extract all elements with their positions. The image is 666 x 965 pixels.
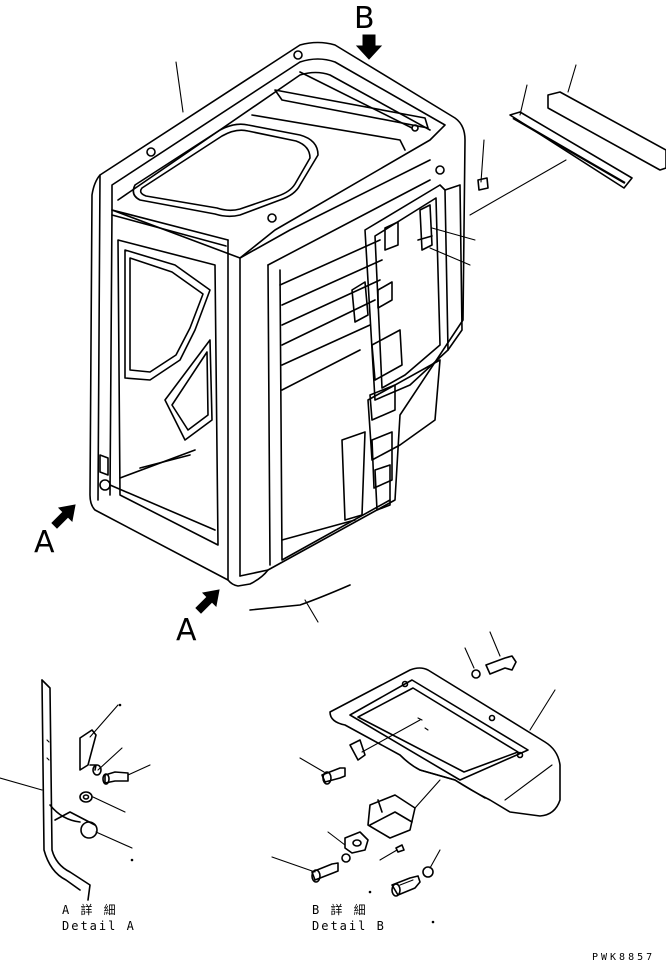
view-arrow-a-left: [51, 504, 76, 529]
leader-lines-right: [429, 139, 567, 266]
bottom-trim-strip: [249, 584, 351, 623]
detail-b-title-jp: B 詳 細: [312, 902, 368, 917]
view-label-a-bottom: A: [176, 613, 197, 648]
drawing-code: PWK8857: [592, 952, 655, 963]
rear-seal-strip: [509, 64, 666, 189]
detail-a-title-en: Detail A: [62, 919, 136, 933]
cab-body: [89, 41, 466, 587]
view-label-b: B: [354, 1, 375, 36]
view-arrow-b: [355, 34, 383, 60]
detail-b-title-en: Detail B: [312, 919, 386, 933]
detail-b-drawing: [271, 631, 561, 924]
view-label-a-left: A: [34, 525, 55, 560]
view-arrow-a-bottom: [195, 589, 220, 614]
detail-a-title-jp: A 詳 細: [62, 902, 118, 917]
detail-a-drawing: [0, 679, 151, 901]
